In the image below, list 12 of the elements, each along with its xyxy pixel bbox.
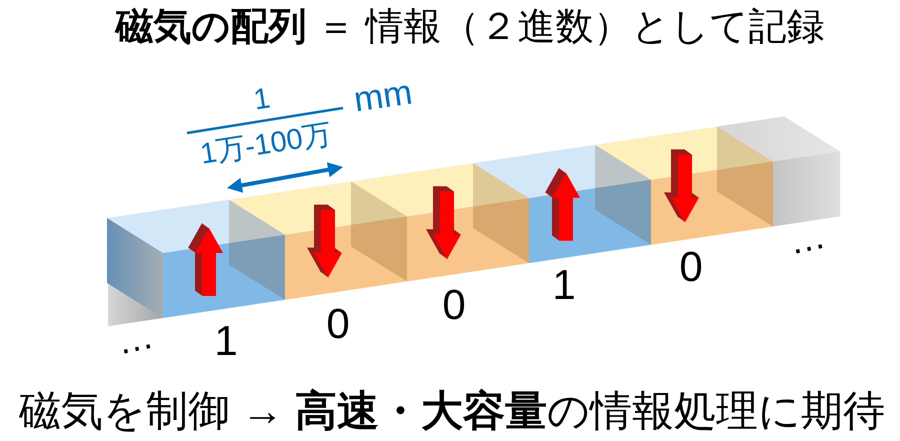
unit-label: mm <box>352 74 414 118</box>
title: 磁気の配列 ＝ 情報（２進数）として記録 <box>115 8 825 46</box>
ellipsis: … <box>786 218 828 260</box>
fraction-numerator: 1 <box>252 84 272 116</box>
bit-value: 0 <box>442 284 466 326</box>
bit-value: 1 <box>552 264 576 306</box>
bit-value: 1 <box>214 320 238 362</box>
ellipsis: … <box>114 318 156 360</box>
caption: 磁気を制御 → 高速・大容量の情報処理に期待 <box>18 390 886 432</box>
fraction-denominator: 1万-100万 <box>198 120 334 170</box>
bit-value: 0 <box>326 303 350 345</box>
bit-value: 0 <box>679 246 703 288</box>
